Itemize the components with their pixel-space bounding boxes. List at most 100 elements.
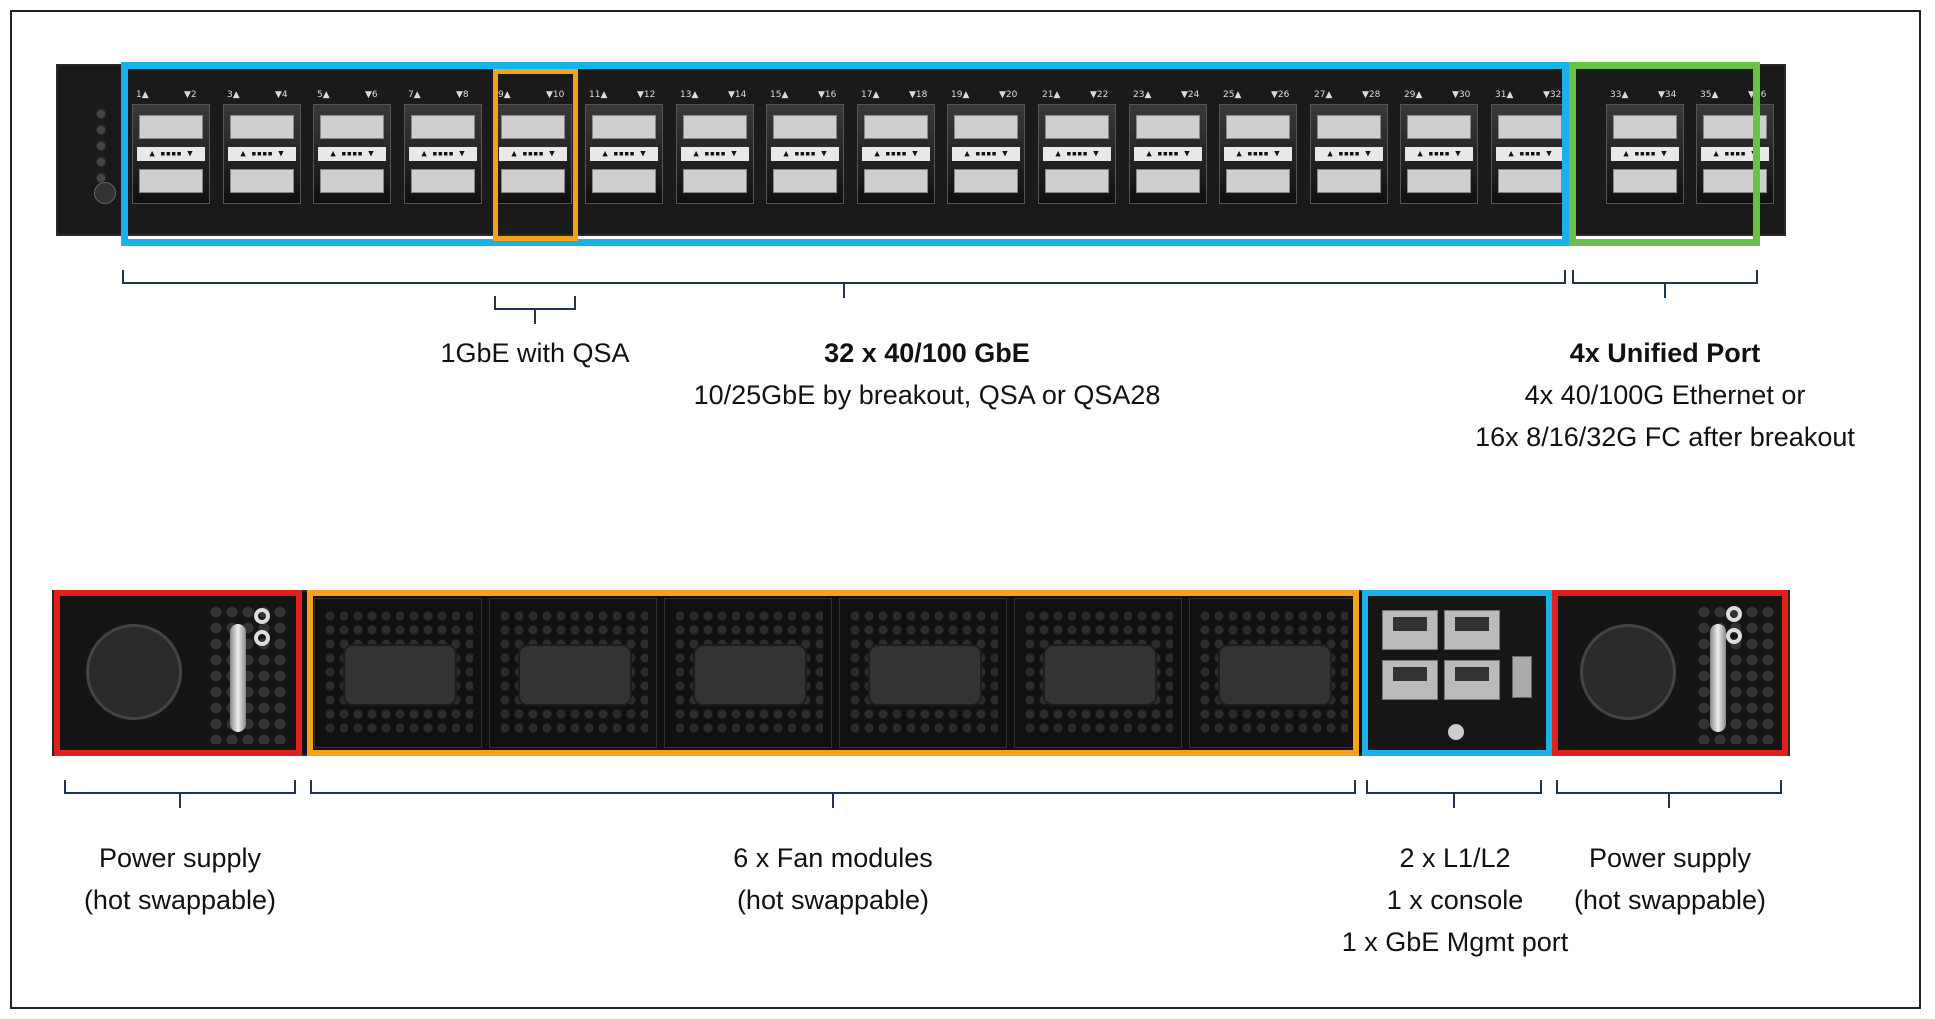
port-glyph: ▲ ▪▪▪▪ ▼ <box>1701 147 1769 161</box>
qsfp-port-cage: ▲ ▪▪▪▪ ▼ <box>1129 104 1207 204</box>
port-glyph: ▲ ▪▪▪▪ ▼ <box>862 147 930 161</box>
bracket-qsa <box>494 296 576 324</box>
port-number-label: ▼24 <box>1181 90 1200 100</box>
port-number-label: ▼20 <box>999 90 1018 100</box>
port-number-label: ▼26 <box>1271 90 1290 100</box>
port-number-label: 5▲ <box>317 90 330 100</box>
fan-handle <box>518 644 632 706</box>
psu-left-label-2: (hot swappable) <box>83 885 277 915</box>
port-glyph: ▲ ▪▪▪▪ ▼ <box>681 147 749 161</box>
switching-ports-subtitle: 10/25GbE by breakout, QSA or QSA28 <box>693 380 1161 410</box>
unified-line2: 16x 8/16/32G FC after breakout <box>1475 422 1855 452</box>
port-number-label: 17▲ <box>861 90 880 100</box>
fan-handle <box>1218 644 1332 706</box>
port-number-label: 7▲ <box>408 90 421 100</box>
l1-port <box>1382 610 1438 650</box>
qsfp-port-cage: ▲ ▪▪▪▪ ▼ <box>132 104 210 204</box>
qsfp-port-cage: ▲ ▪▪▪▪ ▼ <box>1400 104 1478 204</box>
port-glyph: ▲ ▪▪▪▪ ▼ <box>1224 147 1292 161</box>
port-number-label: ▼32 <box>1543 90 1562 100</box>
port-number-label: ▼12 <box>637 90 656 100</box>
qsfp-port-cage: ▲ ▪▪▪▪ ▼ <box>1606 104 1684 204</box>
switching-ports-highlight <box>121 62 1569 246</box>
fan-module <box>1014 598 1182 748</box>
ls-button <box>94 182 116 204</box>
switching-ports-title: 32 x 40/100 GbE <box>824 338 1030 368</box>
qsfp-port-cage: ▲ ▪▪▪▪ ▼ <box>1491 104 1569 204</box>
qsfp-port-cage: ▲ ▪▪▪▪ ▼ <box>1310 104 1388 204</box>
port-number-label: ▼8 <box>456 90 469 100</box>
port-number-label: 21▲ <box>1042 90 1061 100</box>
port-glyph: ▲ ▪▪▪▪ ▼ <box>1315 147 1383 161</box>
port-number-label: 27▲ <box>1314 90 1333 100</box>
power-supply-right <box>1556 594 1784 752</box>
port-glyph: ▲ ▪▪▪▪ ▼ <box>590 147 658 161</box>
port-number-label: 13▲ <box>680 90 699 100</box>
bracket-fans <box>310 780 1356 808</box>
fan-module <box>839 598 1007 748</box>
port-number-label: 23▲ <box>1133 90 1152 100</box>
port-number-label: 9▲ <box>498 90 511 100</box>
port-glyph: ▲ ▪▪▪▪ ▼ <box>1134 147 1202 161</box>
unified-line1: 4x 40/100G Ethernet or <box>1524 380 1806 410</box>
port-number-label: 35▲ <box>1700 90 1719 100</box>
fans-label-1: 6 x Fan modules <box>733 843 933 873</box>
fan-handle <box>343 644 457 706</box>
qsfp-port-cage: ▲ ▪▪▪▪ ▼ <box>494 104 572 204</box>
port-glyph: ▲ ▪▪▪▪ ▼ <box>771 147 839 161</box>
qsfp-port-cage: ▲ ▪▪▪▪ ▼ <box>857 104 935 204</box>
port-number-label: ▼14 <box>728 90 747 100</box>
unified-title: 4x Unified Port <box>1569 338 1761 368</box>
port-number-label: ▼22 <box>1090 90 1109 100</box>
port-glyph: ▲ ▪▪▪▪ ▼ <box>1496 147 1564 161</box>
port-number-label: ▼2 <box>184 90 197 100</box>
fan-module <box>664 598 832 748</box>
usb-port <box>1512 656 1532 698</box>
management-module <box>1368 596 1546 750</box>
status-leds <box>96 106 106 186</box>
port-glyph: ▲ ▪▪▪▪ ▼ <box>228 147 296 161</box>
port-number-label: 29▲ <box>1404 90 1423 100</box>
bracket-mgmt <box>1366 780 1542 808</box>
power-supply-right-highlight <box>1552 590 1788 756</box>
port-number-label: 31▲ <box>1495 90 1514 100</box>
port-glyph: ▲ ▪▪▪▪ ▼ <box>1405 147 1473 161</box>
port-glyph: ▲ ▪▪▪▪ ▼ <box>137 147 205 161</box>
port-glyph: ▲ ▪▪▪▪ ▼ <box>318 147 386 161</box>
power-supply-left-highlight <box>54 590 302 756</box>
fan-handle <box>1043 644 1157 706</box>
qsfp-port-cage: ▲ ▪▪▪▪ ▼ <box>404 104 482 204</box>
management-module-highlight <box>1362 590 1552 756</box>
port-number-label: 3▲ <box>227 90 240 100</box>
port-number-label: 1▲ <box>136 90 149 100</box>
qsfp-port-cage: ▲ ▪▪▪▪ ▼ <box>947 104 1025 204</box>
psu-right-label-1: Power supply <box>1588 843 1752 873</box>
power-supply-left <box>58 594 298 752</box>
psu-right-label-2: (hot swappable) <box>1573 885 1767 915</box>
qsfp-port-cage: ▲ ▪▪▪▪ ▼ <box>1038 104 1116 204</box>
fans-label-2: (hot swappable) <box>736 885 930 915</box>
port-number-label: 33▲ <box>1610 90 1629 100</box>
unified-ports-highlight <box>1569 62 1760 246</box>
bracket-switching-ports <box>122 270 1566 298</box>
qsfp-port-cage: ▲ ▪▪▪▪ ▼ <box>585 104 663 204</box>
qsfp-port-cage: ▲ ▪▪▪▪ ▼ <box>766 104 844 204</box>
port-glyph: ▲ ▪▪▪▪ ▼ <box>409 147 477 161</box>
qsa-label: 1GbE with QSA <box>440 338 630 368</box>
port-number-label: ▼4 <box>275 90 288 100</box>
power-socket-icon <box>86 624 182 720</box>
port-glyph: ▲ ▪▪▪▪ ▼ <box>952 147 1020 161</box>
screw-icon <box>1448 724 1464 740</box>
port-number-label: ▼18 <box>909 90 928 100</box>
port-glyph: ▲ ▪▪▪▪ ▼ <box>1611 147 1679 161</box>
qsfp-port-cage: ▲ ▪▪▪▪ ▼ <box>223 104 301 204</box>
mgmt-port <box>1444 660 1500 700</box>
qsa-port-highlight <box>493 69 578 241</box>
fan-module <box>314 598 482 748</box>
port-number-label: 19▲ <box>951 90 970 100</box>
mgmt-label-1: 2 x L1/L2 <box>1399 843 1511 873</box>
console-port <box>1382 660 1438 700</box>
psu-handle <box>230 624 246 732</box>
port-number-label: ▼16 <box>818 90 837 100</box>
bracket-psu-left <box>64 780 296 808</box>
